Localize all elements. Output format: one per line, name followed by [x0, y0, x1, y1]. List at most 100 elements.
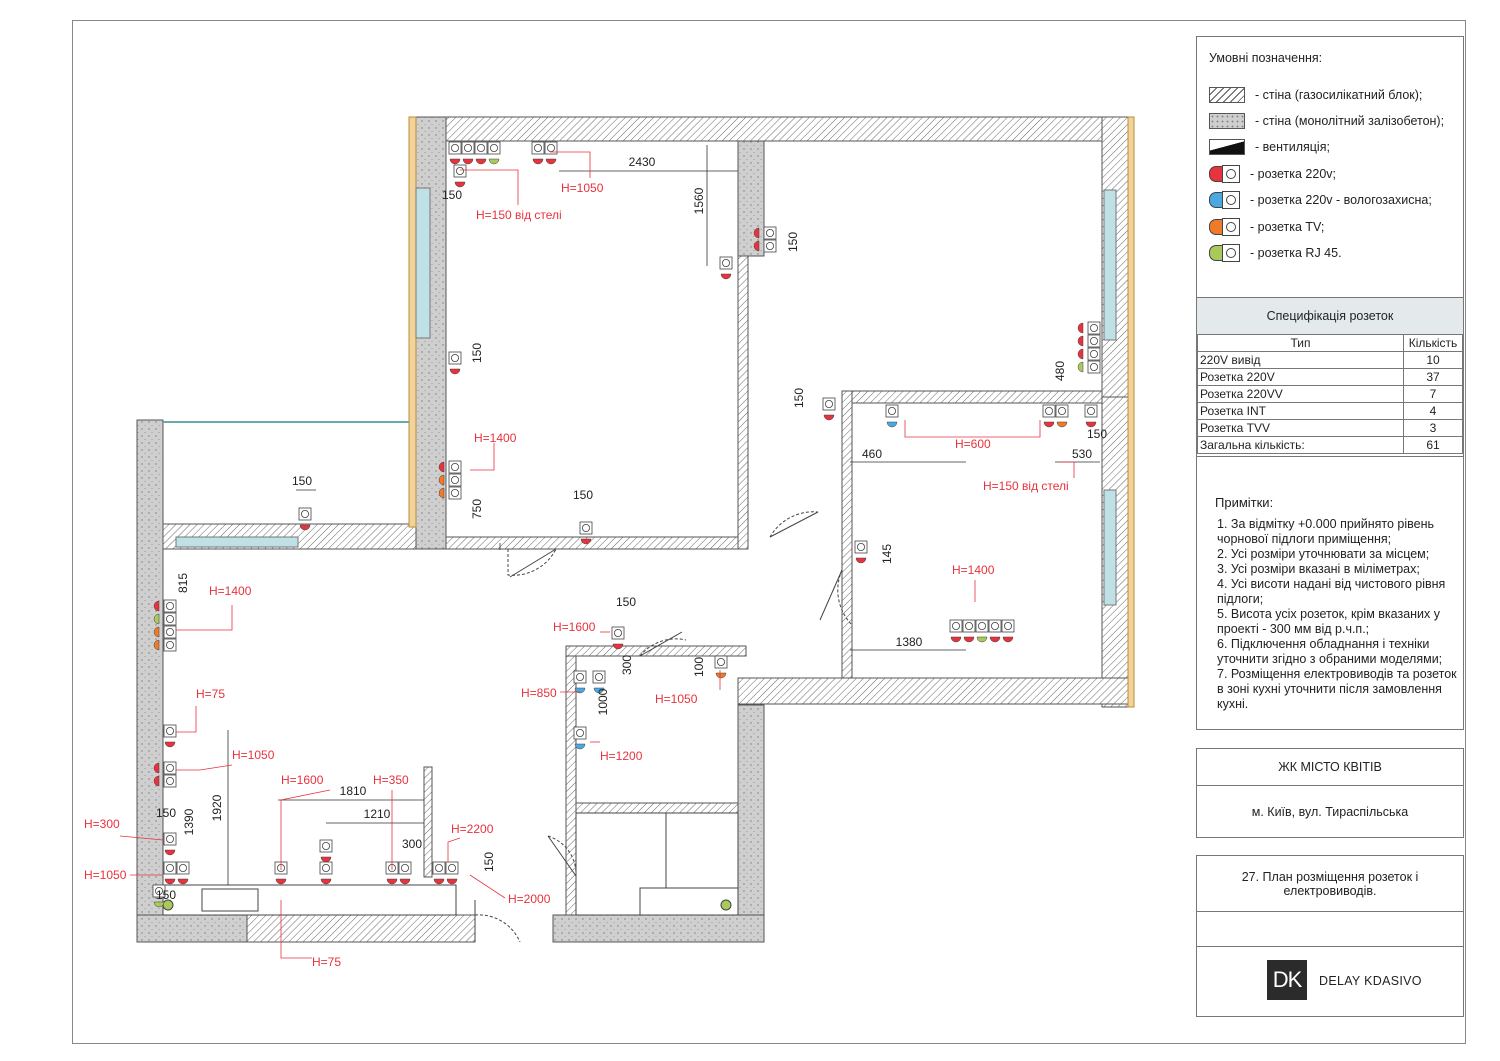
socket-icon — [949, 619, 963, 643]
legend-title: Умовні позначення: — [1209, 51, 1323, 65]
studio-logo: DK — [1267, 960, 1307, 1000]
sheet-panel: 27. План розміщення розеток і електровив… — [1196, 855, 1464, 1017]
sheet-blank-row — [1197, 912, 1463, 947]
socket-icon — [592, 670, 606, 694]
socket-icon — [1042, 404, 1056, 428]
socket-icon — [753, 226, 777, 240]
height-leader — [176, 706, 197, 733]
wall-bath-mid — [575, 802, 739, 814]
height-label: H=1050 — [84, 868, 127, 882]
dimension-label: 150 — [1087, 427, 1107, 441]
wall-top — [445, 116, 1129, 142]
socket-icon — [1001, 619, 1015, 643]
wood-frame-left — [408, 116, 417, 528]
dimension-label: 150 — [792, 388, 806, 408]
height-leader — [904, 420, 1041, 438]
dimension-label: 480 — [1053, 361, 1067, 381]
wall-bottom-left — [136, 914, 248, 943]
note-item: 2. Усі розміри уточнювати за місцем; — [1217, 547, 1430, 561]
dimension-label: 1390 — [182, 808, 196, 835]
socket-icon — [544, 141, 558, 165]
socket-icon — [163, 724, 177, 748]
dimension-label: 150 — [786, 232, 800, 252]
ventilation-swatch-icon — [1209, 139, 1245, 155]
socket-icon — [438, 460, 462, 474]
sockets-layer — [152, 141, 1101, 908]
spec-type: Розетка 220V — [1197, 368, 1404, 386]
project-name: ЖК МІСТО КВІТІВ — [1197, 749, 1463, 786]
wall-bath-right — [737, 704, 765, 943]
height-label: H=1050 — [232, 748, 275, 762]
socket-icon — [319, 861, 333, 885]
socket-tv-icon — [1209, 218, 1240, 236]
dimension-label: 2430 — [629, 155, 656, 169]
wall-kitchen-stub — [423, 766, 433, 878]
socket-icon — [153, 761, 177, 775]
dimension-label: 300 — [402, 837, 422, 851]
socket-icon — [1077, 347, 1101, 361]
socket-icon — [962, 619, 976, 643]
wall-partition-a — [737, 255, 749, 550]
height-label: H=1600 — [553, 620, 596, 634]
sheet-title: 27. План розміщення розеток і електровив… — [1197, 856, 1463, 912]
note-item: 4. Усі висоти надані від чистового рівня… — [1217, 577, 1446, 606]
legend-row-ventilation: - вентиляція; — [1209, 137, 1330, 157]
legend-row-socket-wet: - розетка 220v - вологозахисна; — [1209, 190, 1432, 210]
spec-qty: 7 — [1403, 385, 1463, 403]
socket-icon — [573, 726, 587, 750]
legend-label: - розетка 220v - вологозахисна; — [1250, 193, 1432, 207]
doors — [474, 511, 853, 943]
spec-col-type: Тип — [1197, 334, 1404, 352]
dimension-label: 150 — [292, 474, 312, 488]
socket-icon — [153, 638, 177, 652]
height-leader — [460, 169, 519, 205]
socket-icon — [487, 141, 501, 165]
door-leaf-5 — [547, 835, 577, 877]
height-leader — [1060, 461, 1075, 478]
height-label: H=1400 — [474, 431, 517, 445]
dimension-label: 1000 — [596, 688, 610, 715]
hatched-wall-swatch-icon — [1209, 87, 1245, 103]
socket-icon — [453, 164, 467, 188]
dimension-label: 1560 — [692, 187, 706, 214]
socket-icon — [885, 404, 899, 428]
spec-qty: 61 — [1403, 436, 1463, 454]
socket-icon — [163, 861, 177, 885]
spec-qty: 37 — [1403, 368, 1463, 386]
socket-icon — [719, 256, 733, 280]
socket-icon — [445, 861, 459, 885]
socket-icon — [153, 625, 177, 639]
wall-left-outer — [136, 419, 164, 943]
door-arc-4 — [639, 638, 687, 657]
socket-220-icon — [1209, 165, 1240, 183]
legend-row-concrete: - стіна (монолітний залізобетон); — [1209, 111, 1444, 131]
wall-bottom-right — [552, 914, 765, 943]
spec-col-qty: Кількість — [1403, 334, 1463, 352]
note-item: 1. За відмітку +0.000 прийнято рівень чо… — [1217, 517, 1435, 546]
socket-icon — [611, 626, 625, 650]
height-label: H=1050 — [561, 181, 604, 195]
concrete-walls — [136, 116, 765, 943]
socket-icon — [854, 540, 868, 564]
height-leader — [469, 874, 506, 899]
project-panel: ЖК МІСТО КВІТІВ м. Київ, вул. Тираспільс… — [1196, 748, 1464, 838]
height-label: H=150 від стелі — [983, 479, 1069, 493]
legend-panel: Умовні позначення: - стіна (газосилікатн… — [1196, 36, 1464, 298]
spec-panel: Специфікація розеток Тип Кількість 220V … — [1196, 297, 1464, 457]
socket-icon — [319, 839, 333, 863]
socket-rj45-icon — [1209, 244, 1240, 262]
door-arc-2 — [769, 511, 819, 538]
floor-drain-2 — [720, 899, 732, 911]
socket-icon — [753, 239, 777, 253]
project-address: м. Київ, вул. Тираспільська — [1251, 805, 1409, 819]
height-leader — [447, 837, 461, 862]
dimension-label: 530 — [1072, 447, 1092, 461]
studio-brand: DELAY KDASIVO — [1319, 974, 1422, 988]
table-row: Загальна кількість:61 — [1197, 436, 1463, 454]
height-label: H=1400 — [952, 563, 995, 577]
socket-icon — [163, 832, 177, 856]
